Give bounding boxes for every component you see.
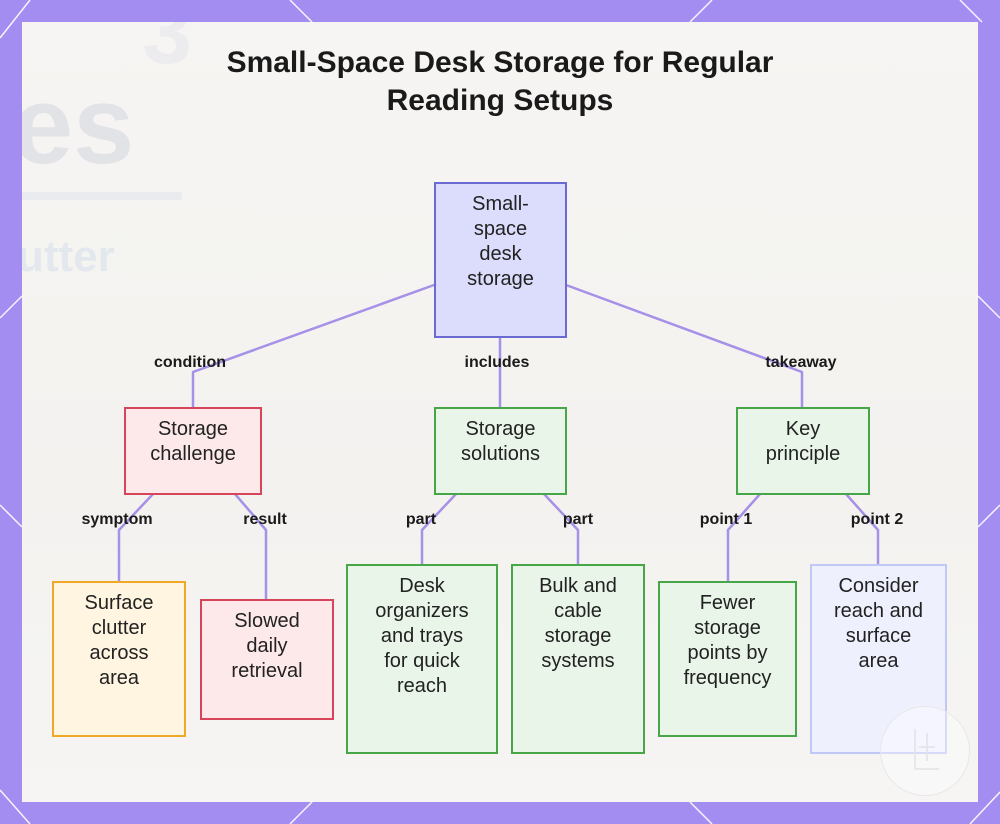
node-text-line: desk xyxy=(479,243,522,265)
node-text-line: challenge xyxy=(150,443,236,465)
edge-symptom xyxy=(117,492,155,583)
node-text-line: area xyxy=(858,650,899,672)
node-text-line: reach xyxy=(396,675,447,697)
node-text-line: clutter xyxy=(91,617,147,639)
edge-label-part: part xyxy=(405,511,437,528)
node-fewer-storage-points: Fewer storage points by frequency xyxy=(658,581,797,737)
edge-label-point-2: point 2 xyxy=(850,511,904,528)
node-text-line: for quick xyxy=(384,650,460,672)
node-text-line: Desk xyxy=(399,575,445,597)
edge-part-1 xyxy=(420,492,458,566)
node-text-line: daily xyxy=(246,635,288,657)
node-text-line: storage xyxy=(467,268,534,290)
diagram-title: Small-Space Desk Storage for Regular Rea… xyxy=(180,44,820,120)
node-text-line: area xyxy=(98,667,140,689)
edge-label-condition: condition xyxy=(154,354,226,371)
edge-point-1 xyxy=(726,492,762,583)
edge-label-includes: includes xyxy=(464,354,530,371)
node-storage-solutions: Storage solutions xyxy=(434,407,567,495)
node-surface-clutter: Surface clutter across area xyxy=(52,581,186,737)
node-storage-challenge: Storage challenge xyxy=(124,407,262,495)
node-text-line: cable xyxy=(554,600,602,622)
node-text-line: Key xyxy=(785,418,821,440)
edge-label-result: result xyxy=(243,511,287,528)
edge-label-point-1: point 1 xyxy=(699,511,753,528)
node-text-line: Fewer xyxy=(699,592,756,614)
watermark-logo-icon xyxy=(880,706,970,796)
node-text-line: points by xyxy=(687,642,768,664)
edge-part-2 xyxy=(542,492,580,566)
node-text-line: Slowed xyxy=(234,610,300,632)
node-text-line: systems xyxy=(541,650,615,672)
node-text-line: Storage xyxy=(157,418,229,440)
background-photo-detail: es xyxy=(22,64,135,187)
edge-label-symptom: symptom xyxy=(81,511,153,528)
node-text-line: storage xyxy=(694,617,761,639)
node-slowed-daily-retrieval: Slowed daily retrieval xyxy=(200,599,334,720)
node-text-line: space xyxy=(473,218,528,240)
background-photo-detail: 3 xyxy=(142,22,193,83)
node-text-line: Surface xyxy=(84,592,154,614)
background-photo-detail: utter xyxy=(22,232,115,281)
node-text-line: principle xyxy=(765,443,841,465)
edge-label-takeaway: takeaway xyxy=(765,354,837,371)
edge-takeaway xyxy=(564,283,804,409)
edge-label-part: part xyxy=(562,511,594,528)
node-text-line: surface xyxy=(845,625,912,647)
node-text-line: storage xyxy=(544,625,612,647)
node-bulk-cable-storage: Bulk and cable storage systems xyxy=(511,564,645,754)
edge-condition xyxy=(191,283,436,409)
node-text-line: frequency xyxy=(683,667,772,689)
node-text-line: Small- xyxy=(472,193,529,215)
node-text-line: organizers xyxy=(375,600,469,622)
title-line: Small-Space Desk Storage for Regular xyxy=(226,46,774,79)
node-text-line: solutions xyxy=(461,443,540,465)
edge-point-2 xyxy=(844,492,880,566)
node-key-principle: Key principle xyxy=(736,407,870,495)
node-text-line: Storage xyxy=(465,418,536,440)
node-text-line: and trays xyxy=(380,625,464,647)
node-text-line: across xyxy=(89,642,149,664)
node-desk-organizers: Desk organizers and trays for quick reac… xyxy=(346,564,498,754)
background-photo-detail xyxy=(22,192,182,200)
edge-result xyxy=(233,492,268,601)
node-text-line: Bulk and xyxy=(539,575,617,597)
node-text-line: reach and xyxy=(834,600,923,622)
logo-mark-icon xyxy=(914,729,939,770)
node-small-space-desk-storage: Small- space desk storage xyxy=(434,182,567,338)
title-line: Reading Setups xyxy=(386,84,614,117)
node-text-line: Consider xyxy=(838,575,919,597)
node-text-line: retrieval xyxy=(231,660,303,682)
